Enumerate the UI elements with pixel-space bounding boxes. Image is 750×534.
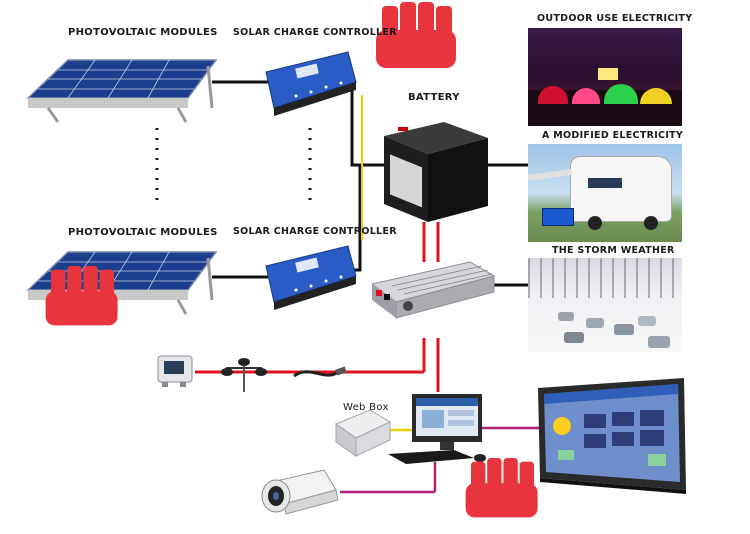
qko-logo-icon xyxy=(465,458,538,518)
outdoor-use-label: OUTDOOR USE ELECTRICITY xyxy=(537,13,693,24)
qko-watermark-bottom: QKO.BG xyxy=(486,507,530,518)
storm-weather-photo xyxy=(528,258,682,352)
storm-weather-label: THE STORM WEATHER xyxy=(552,245,675,256)
charge-controller-icon xyxy=(265,245,357,310)
pv-modules-label-bottom: PHOTOVOLTAIC MODULES xyxy=(68,227,218,238)
outdoor-use-photo xyxy=(528,28,682,126)
qko-logo-icon xyxy=(45,266,118,326)
modified-electricity-photo xyxy=(528,144,682,242)
wire-controller-top-bus xyxy=(350,80,388,167)
temperature-probe-icon xyxy=(293,366,347,378)
charge-controller-label-top: SOLAR CHARGE CONTROLLER xyxy=(233,27,397,38)
battery-icon xyxy=(384,122,488,222)
charge-controller-label-bottom: SOLAR CHARGE CONTROLLER xyxy=(233,226,397,237)
monitor-icon xyxy=(538,378,686,494)
sensor-icon xyxy=(157,355,193,387)
web-box-icon xyxy=(334,409,392,457)
charge-controller-icon xyxy=(265,51,357,116)
qko-watermark-left: QKO.BG xyxy=(56,316,100,327)
web-box-label: Web Box xyxy=(343,402,389,413)
security-camera-icon xyxy=(261,469,339,515)
solar-panel-icon xyxy=(26,59,218,123)
anemometer-icon xyxy=(221,358,267,392)
qko-watermark-top: QKO.BG xyxy=(392,56,441,69)
qko-logo-icon xyxy=(376,2,456,68)
battery-label: BATTERY xyxy=(408,92,460,103)
modified-electricity-label: A MODIFIED ELECTRICITY xyxy=(542,130,684,141)
computer-icon xyxy=(388,394,486,464)
pv-modules-label-top: PHOTOVOLTAIC MODULES xyxy=(68,27,218,38)
wire-controller-bottom-bus xyxy=(352,165,362,272)
inverter-icon xyxy=(370,261,496,319)
